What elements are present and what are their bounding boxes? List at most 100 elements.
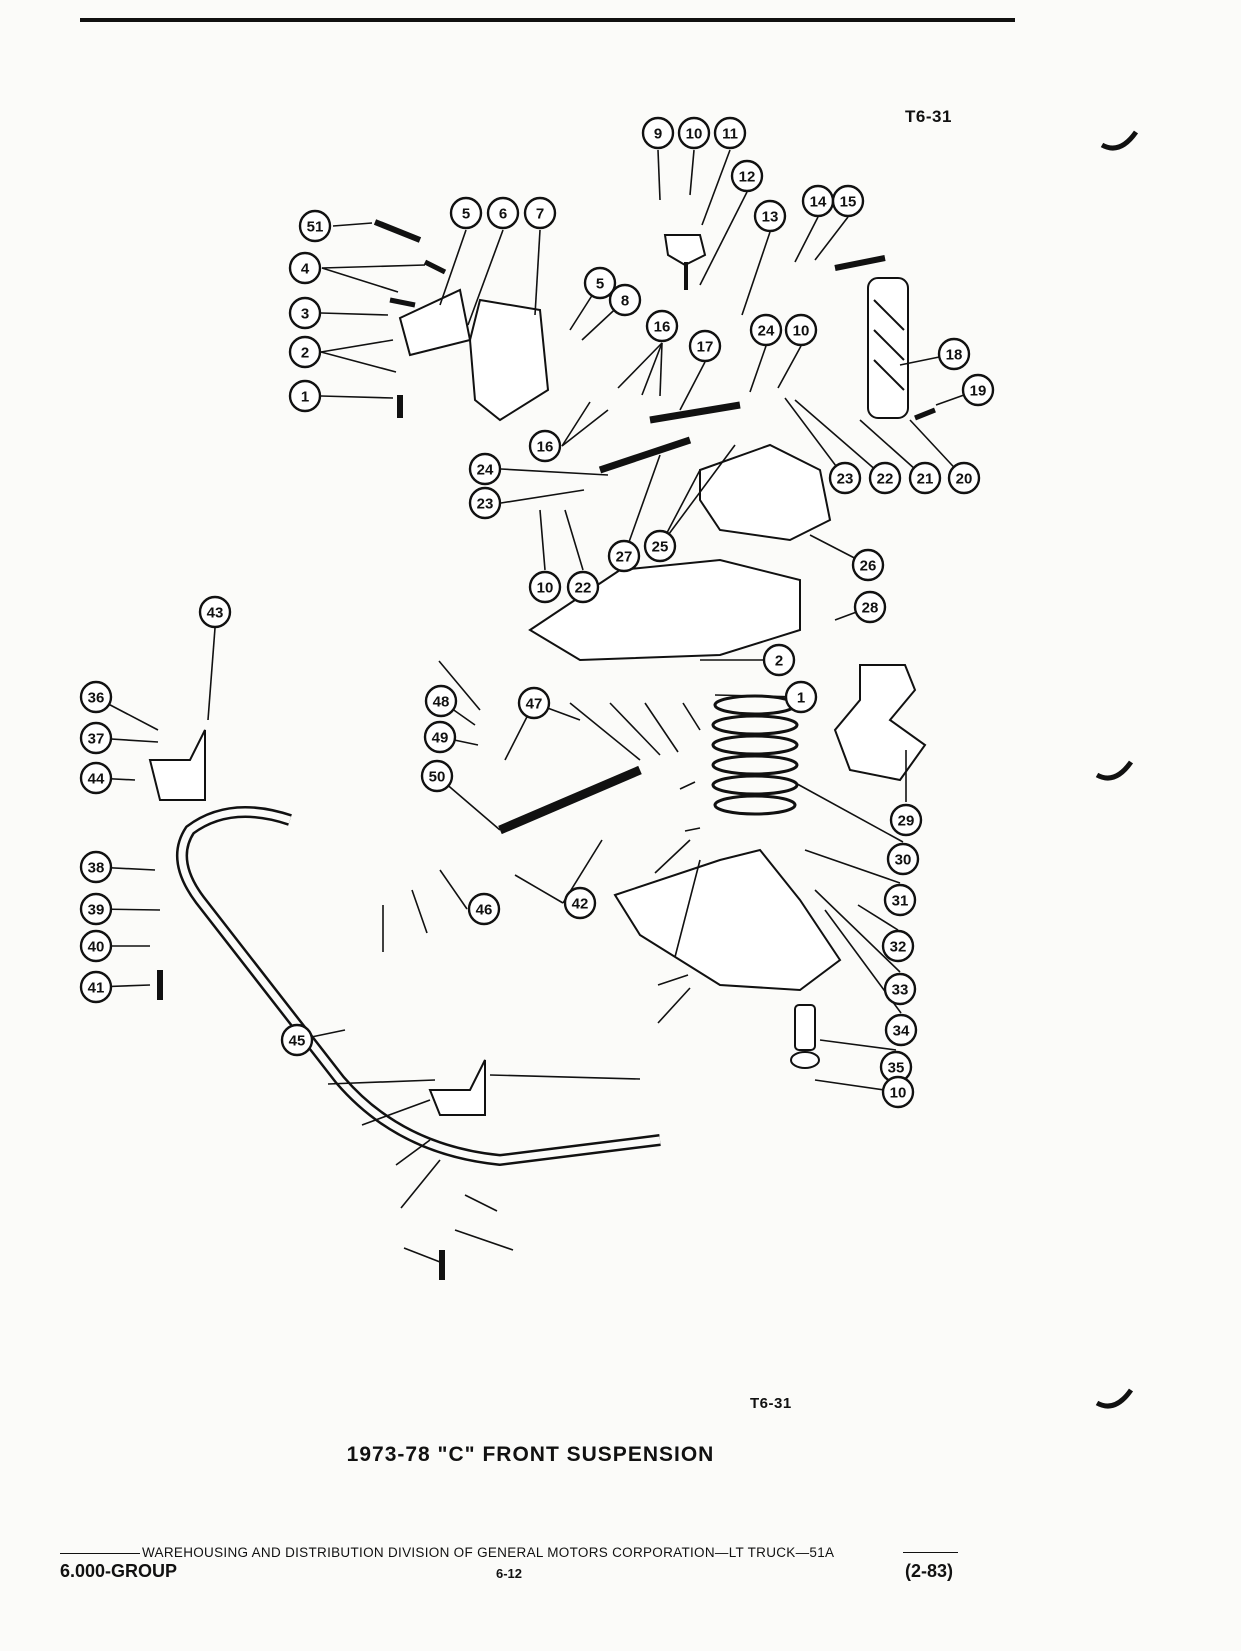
callout-24: 24 xyxy=(749,313,783,347)
callout-7: 7 xyxy=(523,196,557,230)
revision-code: (2-83) xyxy=(905,1561,954,1581)
callout-27: 27 xyxy=(607,539,641,573)
callout-label: 33 xyxy=(892,982,909,999)
callout-51: 51 xyxy=(298,209,332,243)
callout-label: 2 xyxy=(301,345,309,362)
callout-39: 39 xyxy=(79,892,113,926)
callout-9: 9 xyxy=(641,116,675,150)
callout-43: 43 xyxy=(198,595,232,629)
callout-5: 5 xyxy=(449,196,483,230)
callout-10: 10 xyxy=(677,116,711,150)
figure-id-bottom: T6-31 xyxy=(750,1395,792,1412)
callout-label: 17 xyxy=(697,339,714,356)
callout-17: 17 xyxy=(688,329,722,363)
callout-44: 44 xyxy=(79,761,113,795)
callout-label: 2 xyxy=(775,653,783,670)
callout-34: 34 xyxy=(884,1013,918,1047)
callout-label: 38 xyxy=(88,860,105,877)
callout-label: 18 xyxy=(946,347,963,364)
callout-label: 40 xyxy=(88,939,105,956)
callout-24: 24 xyxy=(468,452,502,486)
callout-label: 4 xyxy=(301,261,310,278)
callout-14: 14 xyxy=(801,184,835,218)
callout-label: 25 xyxy=(652,539,669,556)
callout-2: 2 xyxy=(762,643,796,677)
callout-15: 15 xyxy=(831,184,865,218)
callout-48: 48 xyxy=(424,684,458,718)
callout-40: 40 xyxy=(79,929,113,963)
callout-4: 4 xyxy=(288,251,322,285)
callout-10: 10 xyxy=(784,313,818,347)
callout-label: 29 xyxy=(898,813,915,830)
footer-line: WAREHOUSING AND DISTRIBUTION DIVISION OF… xyxy=(60,1545,1060,1560)
revision-rule xyxy=(903,1552,958,1553)
callout-22: 22 xyxy=(566,570,600,604)
callout-23: 23 xyxy=(828,461,862,495)
callout-label: 48 xyxy=(433,694,450,711)
callout-label: 44 xyxy=(88,771,105,788)
callout-32: 32 xyxy=(881,929,915,963)
callout-label: 6 xyxy=(499,206,507,223)
callout-label: 19 xyxy=(970,383,987,400)
top-rule xyxy=(80,18,1015,22)
callout-label: 36 xyxy=(88,690,105,707)
callout-1: 1 xyxy=(288,379,322,413)
callout-label: 11 xyxy=(722,126,738,143)
callout-10: 10 xyxy=(528,570,562,604)
callout-22: 22 xyxy=(868,461,902,495)
callout-label: 8 xyxy=(621,293,629,310)
callout-label: 12 xyxy=(739,169,756,186)
page-number: 6-12 xyxy=(496,1566,523,1581)
callout-49: 49 xyxy=(423,720,457,754)
callout-12: 12 xyxy=(730,159,764,193)
callout-6: 6 xyxy=(486,196,520,230)
callout-16: 16 xyxy=(645,309,679,343)
caption-text: 1973-78 "C" FRONT SUSPENSION xyxy=(346,1443,715,1466)
callout-label: 14 xyxy=(810,194,827,211)
callout-label: 41 xyxy=(88,980,105,997)
callout-46: 46 xyxy=(467,892,501,926)
callout-label: 31 xyxy=(892,893,909,910)
callout-33: 33 xyxy=(883,972,917,1006)
callout-16: 16 xyxy=(528,429,562,463)
figure-caption: 1973-78 "C" FRONT SUSPENSION xyxy=(0,1443,1241,1467)
footer-text: WAREHOUSING AND DISTRIBUTION DIVISION OF… xyxy=(142,1545,835,1560)
callout-20: 20 xyxy=(947,461,981,495)
callout-label: 26 xyxy=(860,558,877,575)
callout-label: 43 xyxy=(207,605,224,622)
callout-label: 23 xyxy=(477,496,494,513)
callout-label: 13 xyxy=(762,209,779,226)
callout-29: 29 xyxy=(889,803,923,837)
callout-label: 1 xyxy=(797,690,805,707)
callout-label: 46 xyxy=(476,902,493,919)
callout-label: 9 xyxy=(654,126,662,143)
callout-label: 30 xyxy=(895,852,912,869)
callout-21: 21 xyxy=(908,461,942,495)
callout-label: 23 xyxy=(837,471,854,488)
callout-label: 7 xyxy=(536,206,544,223)
callout-1: 1 xyxy=(784,680,818,714)
callout-10: 10 xyxy=(881,1075,915,1109)
callout-label: 35 xyxy=(888,1060,905,1077)
callout-label: 39 xyxy=(88,902,105,919)
callout-19: 19 xyxy=(961,373,995,407)
callout-3: 3 xyxy=(288,296,322,330)
callout-50: 50 xyxy=(420,759,454,793)
binder-hole-mark-middle xyxy=(1095,760,1134,781)
callout-37: 37 xyxy=(79,721,113,755)
callout-5: 5 xyxy=(583,266,617,300)
callout-label: 1 xyxy=(301,389,309,406)
callout-label: 22 xyxy=(575,580,592,597)
callout-28: 28 xyxy=(853,590,887,624)
footer-rule xyxy=(60,1552,140,1554)
callout-label: 10 xyxy=(686,126,703,143)
callout-41: 41 xyxy=(79,970,113,1004)
callout-label: 32 xyxy=(890,939,907,956)
callout-label: 45 xyxy=(289,1033,306,1050)
callout-label: 24 xyxy=(758,323,775,340)
callout-label: 50 xyxy=(429,769,446,786)
callout-26: 26 xyxy=(851,548,885,582)
callout-label: 37 xyxy=(88,731,105,748)
group-number: 6.000-GROUP xyxy=(60,1561,178,1581)
